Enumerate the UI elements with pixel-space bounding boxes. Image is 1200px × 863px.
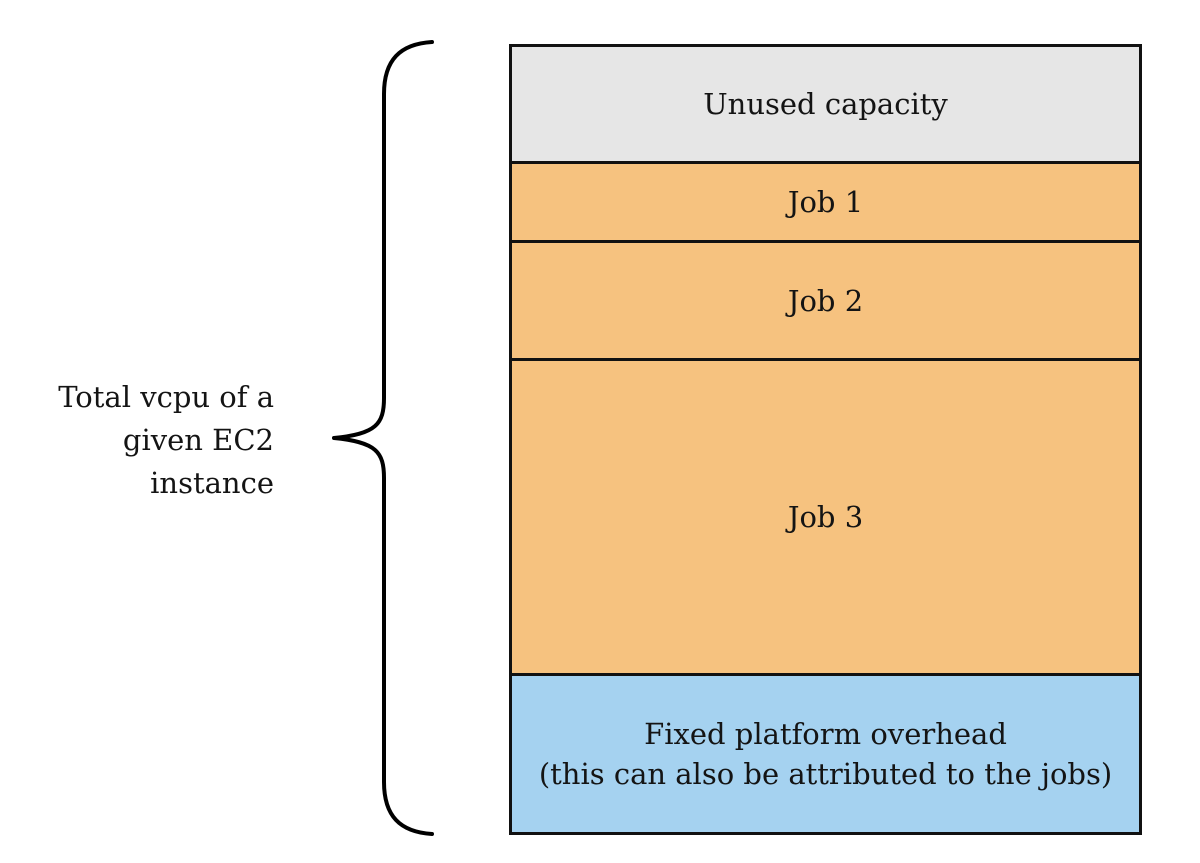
segment-job-1: Job 1 bbox=[512, 161, 1139, 240]
segment-job-2-label: Job 2 bbox=[787, 283, 864, 318]
segment-unused-capacity-label: Unused capacity bbox=[703, 87, 948, 121]
segment-job-1-label: Job 1 bbox=[787, 185, 864, 219]
segment-fixed-platform-overhead: Fixed platform overhead (this can also b… bbox=[512, 673, 1139, 832]
curly-brace-path bbox=[332, 40, 434, 836]
segment-fixed-platform-overhead-sublabel: (this can also be attributed to the jobs… bbox=[538, 757, 1113, 791]
capacity-bar: Unused capacity Job 1 Job 2 Job 3 Fixed … bbox=[509, 44, 1142, 835]
total-vcpu-label: Total vcpu of a given EC2 instance bbox=[38, 376, 274, 505]
total-vcpu-label-line-2: given EC2 bbox=[122, 423, 274, 457]
total-vcpu-label-line-1: Total vcpu of a bbox=[58, 380, 274, 414]
curly-brace bbox=[332, 40, 434, 836]
total-vcpu-label-line-3: instance bbox=[150, 466, 274, 500]
segment-job-3-label: Job 3 bbox=[787, 500, 864, 534]
segment-unused-capacity: Unused capacity bbox=[512, 47, 1139, 161]
segment-fixed-platform-overhead-label: Fixed platform overhead bbox=[644, 717, 1007, 751]
segment-job-2: Job 2 bbox=[512, 240, 1139, 358]
segment-job-3: Job 3 bbox=[512, 358, 1139, 673]
